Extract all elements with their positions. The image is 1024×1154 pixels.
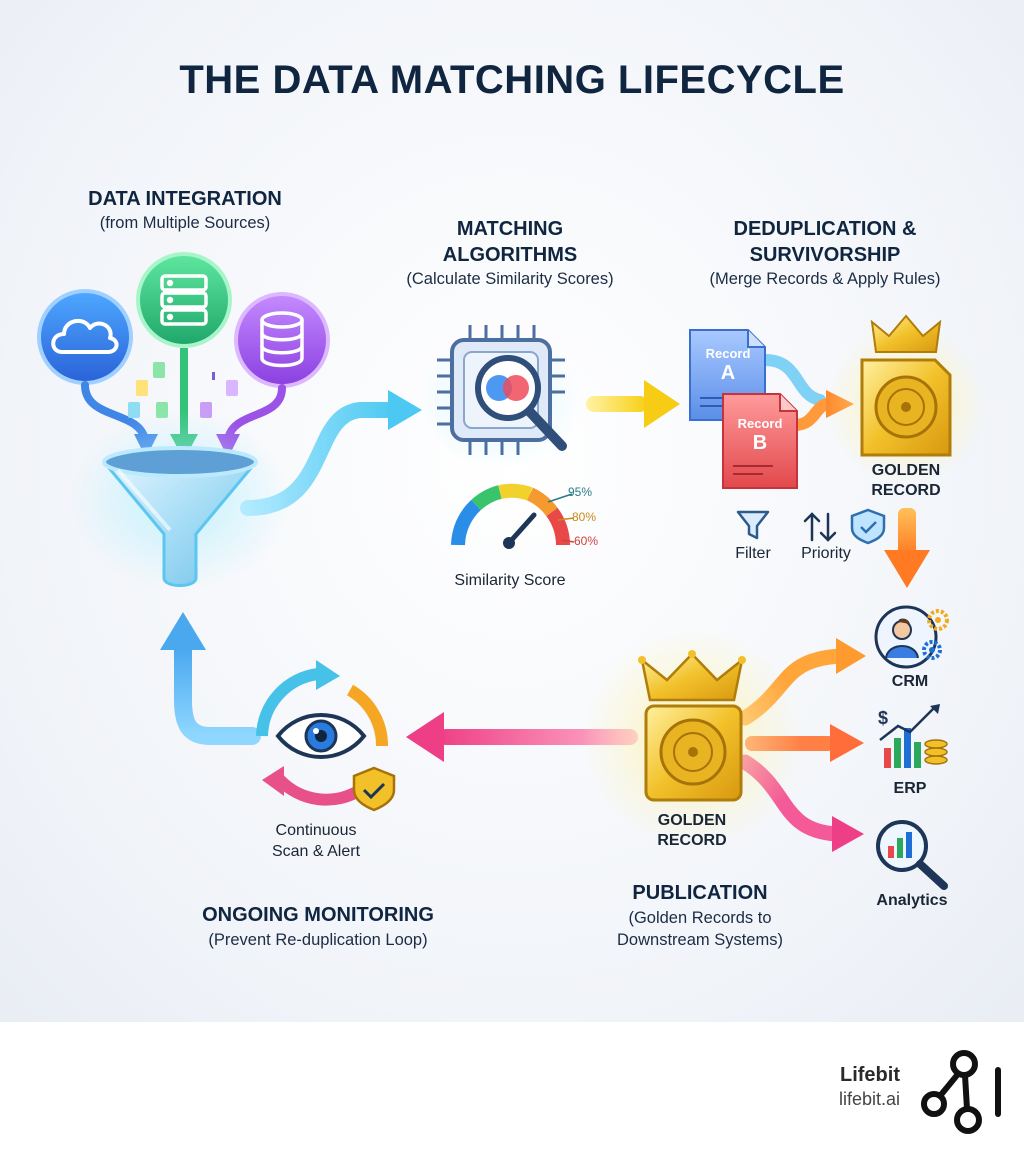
crown-icon — [870, 314, 942, 353]
golden-record-pub-line2: RECORD — [657, 832, 727, 849]
rule-priority-label: Priority — [801, 545, 851, 562]
lifebit-logo-icon — [921, 1050, 1001, 1134]
downstream-analytics-label: Analytics — [876, 892, 948, 909]
arrow-monitoring-to-funnel — [160, 612, 261, 745]
server-icon — [160, 274, 208, 326]
gauge-threshold-80: 80% — [572, 510, 597, 524]
cloud-icon — [51, 318, 119, 354]
publication-subtitle-line2: Downstream Systems) — [617, 931, 783, 949]
golden-record-pub-line1: GOLDEN — [657, 812, 727, 829]
arrow-record-a-to-golden — [759, 354, 826, 406]
publication-title: PUBLICATION — [632, 882, 768, 904]
refresh-arrows-icon — [256, 660, 389, 806]
svg-text:$: $ — [878, 708, 888, 728]
dedup-title-line1: DEDUPLICATION & — [733, 218, 917, 240]
monitoring-title: ONGOING MONITORING — [202, 904, 434, 926]
matching-subtitle: (Calculate Similarity Scores) — [406, 270, 614, 288]
person-gear-icon — [874, 605, 949, 669]
record-a-letter: A — [720, 362, 736, 384]
matching-title-line2: ALGORITHMS — [442, 244, 578, 266]
document-icon — [722, 393, 798, 489]
arrow-golden-down — [884, 508, 930, 588]
filter-icon — [736, 510, 770, 540]
gauge-threshold-60: 60% — [574, 534, 599, 548]
disc-icon — [644, 704, 743, 802]
record-a-label: Record — [705, 346, 751, 361]
monitoring-subtitle: (Prevent Re-duplication Loop) — [208, 931, 428, 949]
diagram-canvas: $ THE DAT — [0, 0, 1024, 1022]
golden-record-top-line1: GOLDEN — [871, 462, 941, 479]
publication-subtitle-line1: (Golden Records to — [628, 909, 772, 927]
record-b-letter: B — [752, 432, 768, 454]
disc-icon — [860, 358, 952, 457]
dedup-title-line2: SURVIVORSHIP — [749, 244, 901, 266]
golden-record-publication — [583, 628, 803, 848]
similarity-score-label: Similarity Score — [454, 572, 566, 589]
gauge-icon — [451, 483, 575, 549]
sort-icon — [803, 512, 837, 542]
shield-icon — [850, 508, 886, 545]
chip-magnifier-icon — [420, 325, 580, 470]
record-b-label: Record — [737, 416, 783, 431]
crown-icon — [638, 650, 746, 702]
analytics-magnifier-icon — [876, 820, 948, 890]
downstream-crm-label: CRM — [891, 673, 929, 690]
golden-record-top — [826, 314, 986, 485]
bar-chart-icon: $ — [878, 704, 948, 768]
downstream-erp-label: ERP — [893, 780, 927, 797]
dedup-subtitle: (Merge Records & Apply Rules) — [709, 270, 941, 288]
funnel-icon — [70, 410, 290, 590]
integration-subtitle: (from Multiple Sources) — [99, 214, 271, 232]
page-title: THE DATA MATCHING LIFECYCLE — [179, 58, 845, 102]
monitor-label-line2: Scan & Alert — [271, 843, 361, 860]
monitor-label-line1: Continuous — [275, 822, 357, 839]
eye-icon — [275, 713, 367, 759]
integration-title: DATA INTEGRATION — [88, 188, 282, 210]
brand-url[interactable]: lifebit.ai — [838, 1089, 900, 1109]
database-icon — [260, 311, 304, 368]
brand-name: Lifebit — [840, 1064, 900, 1086]
arrow-matching-to-dedup — [586, 380, 680, 428]
rule-filter-label: Filter — [735, 545, 771, 562]
diagram-graphics: $ — [37, 252, 986, 890]
footer — [0, 1022, 1024, 1154]
golden-record-top-line2: RECORD — [871, 482, 941, 499]
gauge-threshold-95: 95% — [568, 485, 593, 499]
shield-icon — [352, 766, 396, 812]
matching-title-line1: MATCHING — [456, 218, 564, 240]
